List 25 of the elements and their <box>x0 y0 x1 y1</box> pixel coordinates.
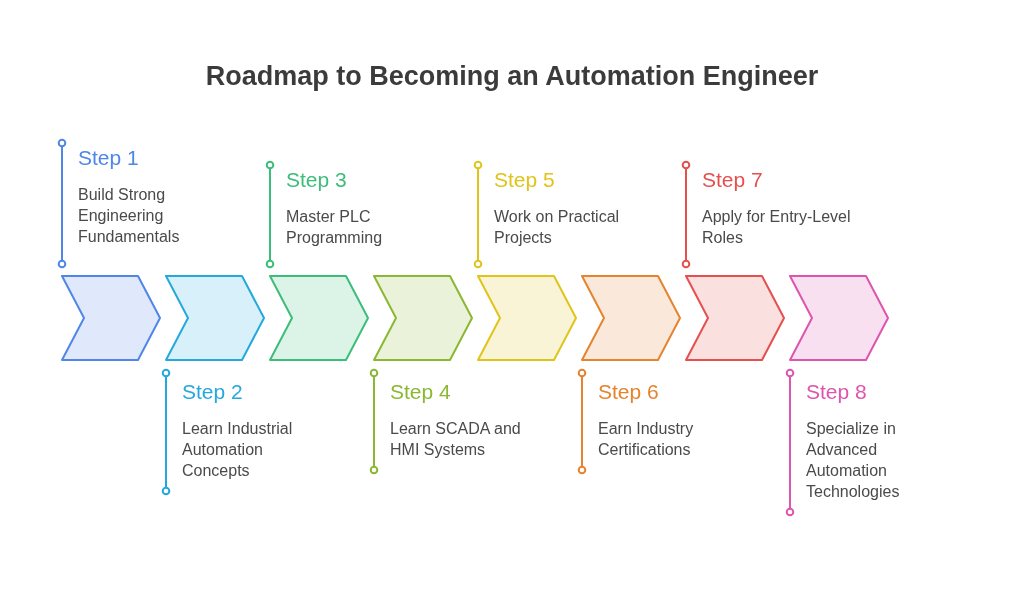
step-description: Learn SCADA and HMI Systems <box>390 419 522 460</box>
timeline-connector <box>473 160 483 269</box>
step-heading: Step 5 <box>494 167 555 193</box>
timeline-connector <box>369 368 379 475</box>
step-heading: Step 2 <box>182 379 243 405</box>
timeline-connector <box>577 368 587 475</box>
timeline-connector <box>57 138 67 269</box>
step-heading: Step 6 <box>598 379 659 405</box>
step-description: Earn Industry Certifications <box>598 419 695 460</box>
step-description: Work on Practical Projects <box>494 207 621 248</box>
step-description: Learn Industrial Automation Concepts <box>182 419 294 481</box>
step-description: Specialize in Advanced Automation Technologies <box>806 419 901 502</box>
step-heading: Step 8 <box>806 379 867 405</box>
diagram-title: Roadmap to Becoming an Automation Engineer <box>204 60 820 93</box>
step-description: Master PLC Programming <box>286 207 384 248</box>
step-heading: Step 4 <box>390 379 451 405</box>
timeline-connector <box>681 160 691 269</box>
timeline-connector <box>785 368 795 517</box>
step-heading: Step 1 <box>78 145 139 171</box>
step-heading: Step 3 <box>286 167 347 193</box>
step-heading: Step 7 <box>702 167 763 193</box>
step-description: Build Strong Engineering Fundamentals <box>78 185 181 247</box>
timeline-connector <box>265 160 275 269</box>
timeline-connector <box>161 368 171 496</box>
step-description: Apply for Entry-Level Roles <box>702 207 852 248</box>
